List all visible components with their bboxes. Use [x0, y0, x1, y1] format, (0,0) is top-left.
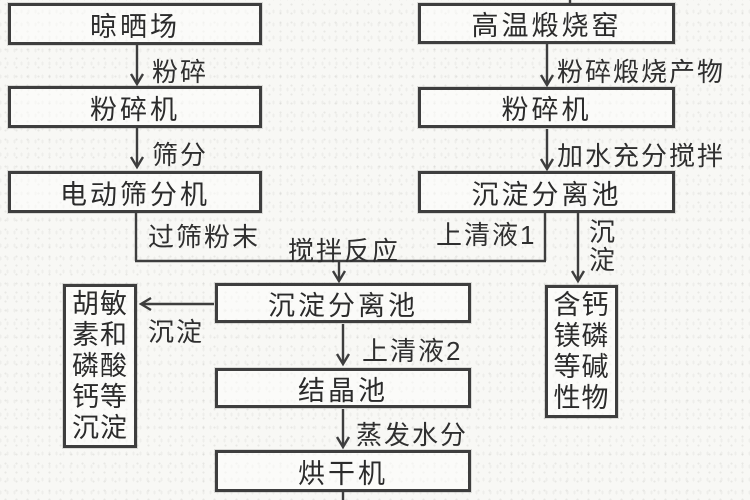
flow-label-sieving: 筛分: [152, 140, 209, 170]
edge-crush: [129, 45, 145, 87]
box-humin-precipitate: 胡敏素和磷酸钙等沉淀: [63, 284, 137, 448]
flow-label-precipitate-left: 沉淀: [148, 317, 205, 347]
edge-crush-calcined: [539, 44, 555, 88]
box-drying-field: 晾晒场: [8, 3, 262, 45]
edge-evaporate: [335, 409, 351, 450]
flow-label-add-water-stir: 加水充分搅拌: [557, 141, 726, 171]
flow-label-precipitate-right: 沉淀: [589, 217, 616, 275]
edge-add-water: [539, 129, 555, 172]
flow-label-supernatant-2: 上清液2: [362, 336, 463, 366]
box-alkaline-product: 含钙镁磷等碱性物: [545, 285, 618, 418]
flow-label-crush-calcined-product: 粉碎煅烧产物: [557, 57, 726, 87]
box-kiln: 高温煅烧窑: [418, 3, 675, 44]
flow-label-sieved-powder: 过筛粉末: [148, 222, 261, 252]
flow-label-crush: 粉碎: [152, 57, 209, 87]
edge-merge: [134, 213, 547, 284]
box-crusher-right: 粉碎机: [418, 87, 675, 128]
edge-supernatant-2: [335, 324, 351, 367]
flow-label-stir-reaction: 搅拌反应: [288, 236, 401, 266]
box-sediment-pool-mid: 沉淀分离池: [215, 283, 471, 323]
edge-precipitate-left: [138, 296, 214, 312]
flow-label-supernatant-1: 上清液1: [436, 220, 537, 250]
box-dryer: 烘干机: [215, 450, 471, 492]
box-crystallization-pool: 结晶池: [215, 368, 471, 408]
flow-label-evaporate-water: 蒸发水分: [356, 420, 469, 450]
edge-precipitate-right: [570, 213, 586, 284]
edge-sieving: [129, 128, 145, 170]
box-crusher-left: 粉碎机: [8, 86, 262, 128]
box-electric-sieve: 电动筛分机: [8, 171, 262, 213]
box-sediment-pool-right: 沉淀分离池: [418, 171, 675, 213]
